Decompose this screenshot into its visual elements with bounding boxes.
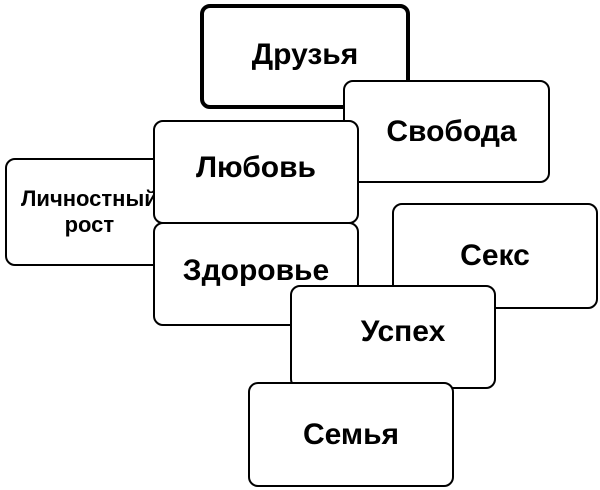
card-freedom: Свобода xyxy=(343,80,550,183)
card-personal-growth-label: Личностный рост xyxy=(21,185,158,237)
card-sex-label: Секс xyxy=(460,239,530,272)
card-love-label: Любовь xyxy=(195,151,316,184)
card-health-label: Здоровье xyxy=(182,254,330,287)
card-health: Здоровье xyxy=(153,222,359,326)
card-family: Семья xyxy=(248,382,454,487)
card-love: Любовь xyxy=(153,120,359,224)
card-freedom-label: Свобода xyxy=(386,114,517,148)
card-friends-label: Друзья xyxy=(251,37,359,71)
card-success: Успех xyxy=(290,285,496,389)
card-personal-growth: Личностный рост xyxy=(5,158,175,266)
card-family-label: Семья xyxy=(302,417,400,451)
card-success-label: Успех xyxy=(360,315,446,348)
